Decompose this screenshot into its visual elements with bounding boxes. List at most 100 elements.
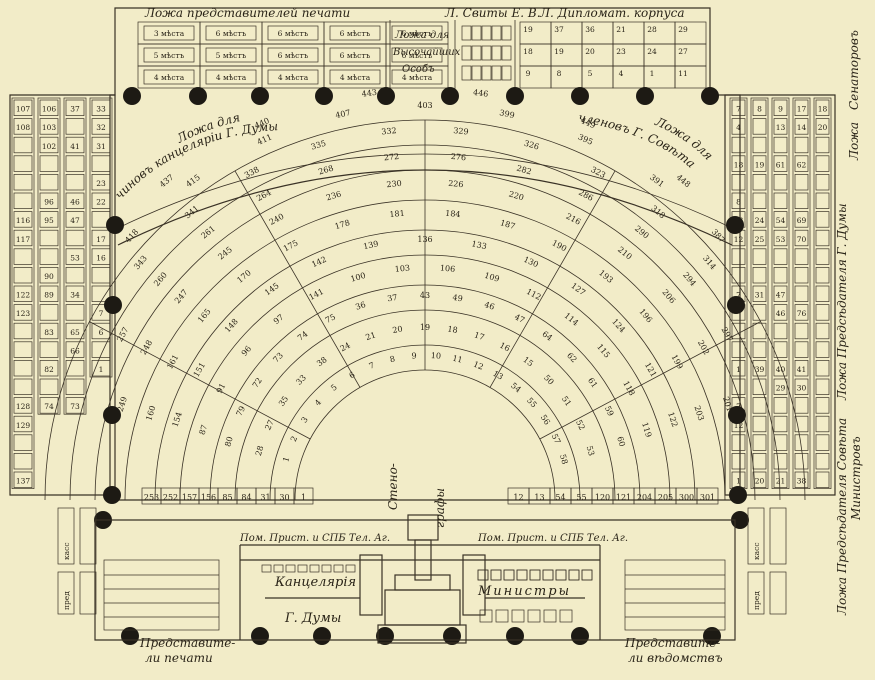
box-seat[interactable] bbox=[773, 304, 788, 321]
box-seat[interactable] bbox=[39, 360, 59, 377]
box-seat[interactable] bbox=[65, 211, 85, 228]
box-seat[interactable] bbox=[815, 99, 830, 116]
minister-seat[interactable] bbox=[516, 569, 528, 581]
suite-seat[interactable] bbox=[501, 45, 512, 61]
box-seat[interactable] bbox=[815, 174, 830, 191]
minister-seat[interactable] bbox=[503, 569, 515, 581]
seat-number[interactable]: 97 bbox=[272, 313, 286, 326]
suite-seat[interactable] bbox=[501, 25, 512, 41]
box-seat[interactable] bbox=[752, 434, 767, 451]
seat-number[interactable]: 248 bbox=[139, 339, 154, 357]
seat-number[interactable]: 268 bbox=[317, 164, 334, 177]
box-seat[interactable] bbox=[39, 397, 59, 414]
diplomatic-seat[interactable] bbox=[674, 65, 707, 89]
box-seat[interactable] bbox=[731, 136, 746, 154]
box-seat[interactable] bbox=[39, 341, 59, 358]
seat-number[interactable]: 50 bbox=[542, 373, 556, 387]
seat-number[interactable]: 206 bbox=[660, 288, 677, 305]
minister-seat[interactable] bbox=[477, 569, 489, 581]
box-seat[interactable] bbox=[794, 174, 809, 191]
front-seat[interactable] bbox=[293, 487, 314, 505]
seat-number[interactable]: 133 bbox=[471, 239, 488, 251]
box-seat[interactable] bbox=[65, 192, 85, 209]
seat-number[interactable]: 418 bbox=[123, 227, 140, 244]
seat-number[interactable]: 80 bbox=[223, 435, 235, 447]
box-seat[interactable] bbox=[13, 192, 33, 209]
seat-number[interactable]: 103 bbox=[394, 263, 410, 273]
seat-number[interactable]: 5 bbox=[329, 383, 339, 393]
box-seat[interactable] bbox=[752, 304, 767, 321]
minister-seat[interactable] bbox=[568, 569, 580, 581]
box-seat[interactable] bbox=[794, 211, 809, 228]
seat-number[interactable]: 395 bbox=[577, 132, 595, 146]
seat-number[interactable]: 318 bbox=[649, 204, 667, 221]
minister-seat[interactable] bbox=[559, 609, 573, 623]
seat-number[interactable]: 154 bbox=[171, 411, 184, 428]
box-seat[interactable] bbox=[815, 118, 830, 135]
seat-number[interactable]: 19 bbox=[420, 323, 430, 332]
seat-number[interactable]: 13 bbox=[491, 369, 504, 382]
box-seat[interactable] bbox=[794, 118, 809, 135]
box-seat[interactable] bbox=[752, 136, 767, 154]
box-seat[interactable] bbox=[13, 434, 33, 451]
box-seat[interactable] bbox=[752, 360, 767, 377]
box-seat[interactable] bbox=[731, 322, 746, 340]
seat-number[interactable]: 62 bbox=[565, 351, 579, 365]
minister-seat[interactable] bbox=[543, 609, 557, 623]
box-seat[interactable] bbox=[773, 360, 788, 377]
box-seat[interactable] bbox=[13, 174, 33, 191]
box-seat[interactable] bbox=[13, 304, 33, 321]
box-seat[interactable] bbox=[752, 174, 767, 191]
minister-seat[interactable] bbox=[490, 569, 502, 581]
box-seat[interactable] bbox=[752, 99, 767, 116]
seat-number[interactable]: 261 bbox=[199, 224, 217, 241]
seat-number[interactable]: 403 bbox=[417, 101, 432, 110]
chancellery-seat[interactable] bbox=[333, 564, 344, 573]
seat-number[interactable]: 326 bbox=[523, 139, 540, 152]
seat-number[interactable]: 61 bbox=[586, 376, 599, 390]
box-seat[interactable] bbox=[815, 267, 830, 284]
seat-number[interactable]: 106 bbox=[440, 263, 456, 273]
minister-seat[interactable] bbox=[516, 569, 528, 581]
minister-seat[interactable] bbox=[511, 609, 525, 623]
seat-number[interactable]: 314 bbox=[701, 254, 718, 271]
box-seat[interactable] bbox=[773, 471, 788, 488]
box-seat[interactable] bbox=[773, 415, 788, 433]
box-seat[interactable] bbox=[773, 99, 788, 116]
box-seat[interactable] bbox=[39, 155, 59, 172]
seat-number[interactable]: 276 bbox=[450, 152, 466, 162]
seat-number[interactable]: 260 bbox=[152, 270, 169, 287]
box-seat[interactable] bbox=[91, 155, 111, 172]
box-seat[interactable] bbox=[794, 453, 809, 470]
box-seat[interactable] bbox=[752, 192, 767, 209]
seat-number[interactable]: 4 bbox=[313, 398, 323, 408]
box-seat[interactable] bbox=[731, 192, 746, 209]
box-seat[interactable] bbox=[794, 360, 809, 377]
box-seat[interactable] bbox=[794, 304, 809, 321]
seat-number[interactable]: 236 bbox=[325, 189, 342, 202]
box-seat[interactable] bbox=[65, 322, 85, 340]
box-seat[interactable] bbox=[815, 471, 830, 488]
box-seat[interactable] bbox=[91, 341, 111, 358]
box-seat[interactable] bbox=[815, 248, 830, 265]
box-seat[interactable] bbox=[91, 229, 111, 247]
seat-number[interactable]: 245 bbox=[216, 245, 234, 262]
box-seat[interactable] bbox=[815, 453, 830, 470]
seat-number[interactable]: 391 bbox=[648, 173, 666, 189]
seat-number[interactable]: 343 bbox=[132, 254, 149, 271]
box-seat[interactable] bbox=[752, 267, 767, 284]
box-seat[interactable] bbox=[13, 415, 33, 433]
box-seat[interactable] bbox=[794, 155, 809, 172]
seat-number[interactable]: 202 bbox=[696, 339, 711, 357]
box-seat[interactable] bbox=[752, 378, 767, 395]
seat-number[interactable]: 91 bbox=[215, 382, 228, 395]
seat-number[interactable]: 130 bbox=[522, 255, 540, 269]
seat-number[interactable]: 415 bbox=[184, 173, 202, 189]
seat-number[interactable]: 399 bbox=[499, 108, 516, 120]
box-seat[interactable] bbox=[91, 99, 111, 116]
box-seat[interactable] bbox=[752, 248, 767, 265]
chancellery-seat[interactable] bbox=[285, 564, 296, 573]
box-seat[interactable] bbox=[752, 322, 767, 340]
seat-number[interactable]: 43 bbox=[420, 291, 430, 300]
chancellery-seat[interactable] bbox=[345, 564, 356, 573]
